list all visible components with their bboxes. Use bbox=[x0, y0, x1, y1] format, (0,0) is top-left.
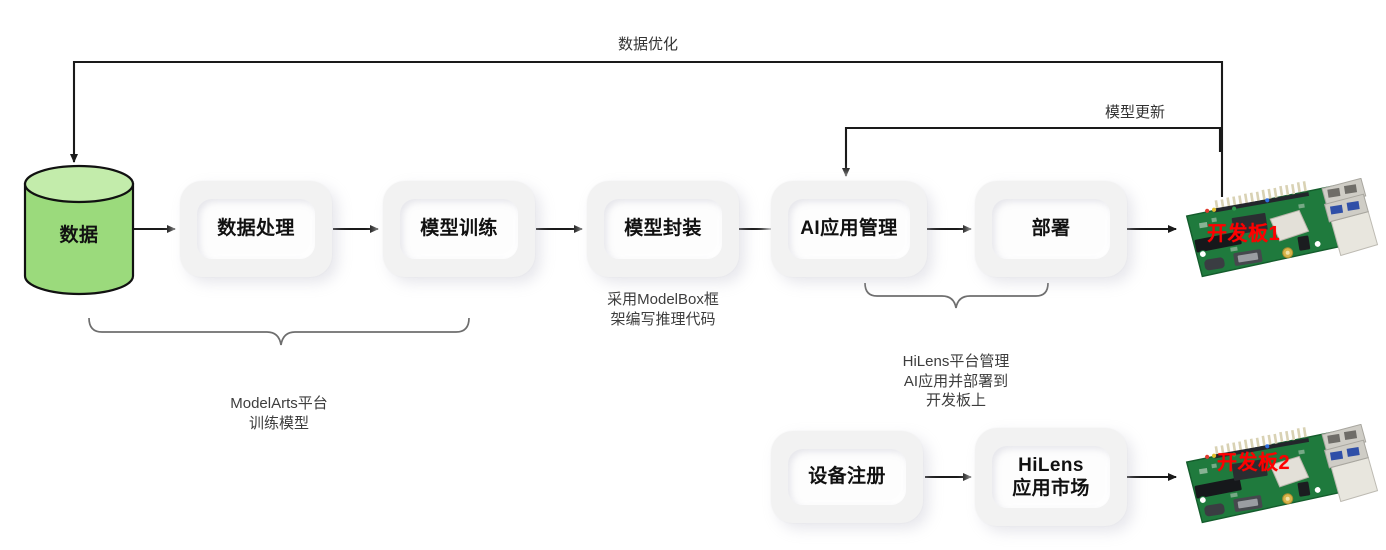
node-hilens-market-label: HiLens 应用市场 bbox=[1012, 454, 1090, 499]
dev-board-2-photo bbox=[1185, 423, 1379, 524]
arrow-data-optimize bbox=[70, 60, 1224, 197]
dev-board-2[interactable]: 开发板2 bbox=[1176, 423, 1381, 529]
dev-board-1[interactable]: 开发板1 bbox=[1176, 177, 1381, 283]
node-device-register-label: 设备注册 bbox=[808, 466, 886, 488]
node-ai-app-manage[interactable]: AI应用管理 bbox=[771, 181, 927, 277]
node-data-process[interactable]: 数据处理 bbox=[180, 181, 332, 277]
node-model-train-label: 模型训练 bbox=[420, 218, 498, 240]
node-data-process-label: 数据处理 bbox=[217, 218, 295, 240]
node-device-register-inner: 设备注册 bbox=[788, 449, 906, 505]
node-deploy-inner: 部署 bbox=[992, 199, 1110, 259]
database-label: 数据 bbox=[59, 225, 99, 246]
edge-label-data-optimize: 数据优化 bbox=[617, 36, 678, 53]
arrow-model-update bbox=[842, 126, 1222, 177]
caption-modelbox: 采用ModelBox框 架编写推理代码 bbox=[607, 291, 719, 328]
node-model-package-label: 模型封装 bbox=[624, 218, 702, 240]
node-deploy-label: 部署 bbox=[1031, 218, 1071, 240]
caption-modelarts: ModelArts平台 训练模型 bbox=[230, 395, 328, 432]
node-hilens-market[interactable]: HiLens 应用市场 bbox=[975, 428, 1127, 526]
database-node[interactable]: 数据 bbox=[22, 164, 136, 296]
node-device-register[interactable]: 设备注册 bbox=[771, 431, 923, 523]
node-model-train-inner: 模型训练 bbox=[400, 199, 518, 259]
node-deploy[interactable]: 部署 bbox=[975, 181, 1127, 277]
dev-board-1-tag: 开发板1 bbox=[1207, 223, 1281, 245]
cylinder-shape bbox=[23, 164, 135, 296]
node-model-package[interactable]: 模型封装 bbox=[587, 181, 739, 277]
node-model-train[interactable]: 模型训练 bbox=[383, 181, 535, 277]
brace-modelarts bbox=[88, 317, 470, 346]
node-model-package-inner: 模型封装 bbox=[604, 199, 722, 259]
node-hilens-market-inner: HiLens 应用市场 bbox=[992, 446, 1110, 508]
brace-hilens bbox=[864, 282, 1049, 309]
node-data-process-inner: 数据处理 bbox=[197, 199, 315, 259]
dev-board-1-photo bbox=[1185, 177, 1379, 278]
node-ai-app-manage-label: AI应用管理 bbox=[800, 218, 898, 240]
caption-hilens: HiLens平台管理 AI应用并部署到 开发板上 bbox=[902, 353, 1010, 409]
edge-label-model-update: 模型更新 bbox=[1104, 104, 1165, 121]
node-ai-app-manage-inner: AI应用管理 bbox=[788, 199, 910, 259]
dev-board-2-tag: 开发板2 bbox=[1217, 452, 1291, 474]
